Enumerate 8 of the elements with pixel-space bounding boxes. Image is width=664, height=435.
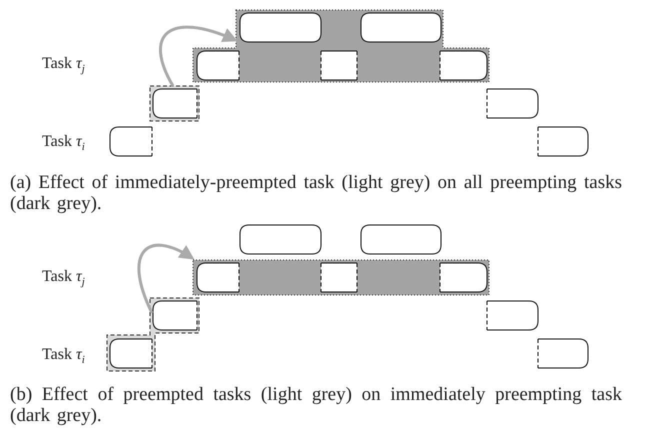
arrow: [138, 244, 195, 314]
row-label: Task τ$_{j}$: [42, 268, 85, 288]
caption: (b) Effect of preempted tasks (light grey) on immediately preempting task (dark grey).: [10, 384, 622, 426]
row-label: Task τ$_{i}$: [42, 346, 85, 366]
row-label: Task τ$_{i}$: [42, 133, 85, 154]
caption: (a) Effect of immediately-preempted task (light grey) on all preempting tasks (dark grey).: [10, 172, 622, 214]
row-label: Task τ$_{j}$: [42, 55, 85, 76]
arrow: [159, 26, 238, 87]
